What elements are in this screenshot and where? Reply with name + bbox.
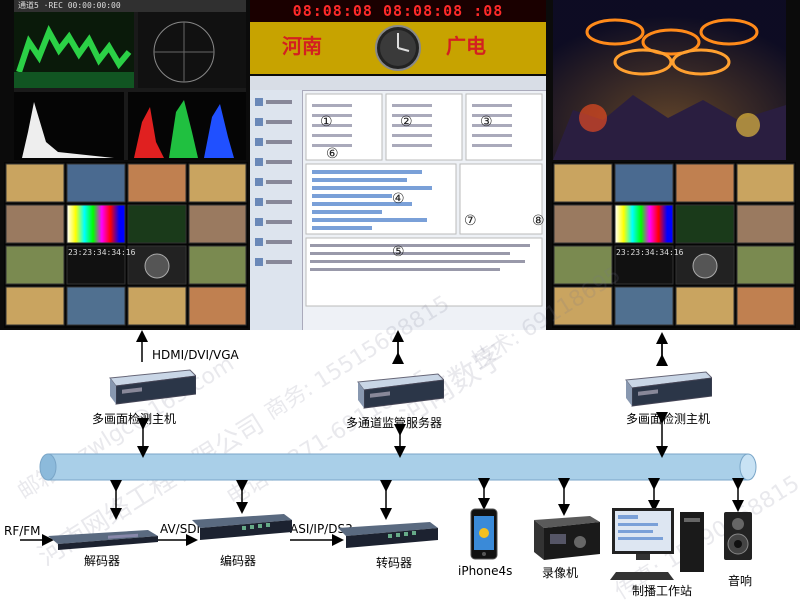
monitor-header: 通道5 ·REC 00:00:00:00 — [14, 0, 246, 12]
software-sidebar — [250, 90, 303, 330]
iphone-icon — [470, 508, 498, 560]
right-mosaic-grid: 23:23:34:34:16 — [552, 162, 796, 328]
left-server-icon — [109, 369, 196, 405]
workstation-icon — [610, 508, 704, 580]
speaker-icon — [724, 512, 752, 560]
clock-left-text: 河南 — [282, 34, 322, 58]
left-server-label: 多画面检测主机 — [92, 412, 177, 426]
center-server-label: 多通道监管服务器 — [346, 416, 443, 430]
left-mosaic-grid: 23:23:34:34:16 — [4, 162, 248, 328]
center-server-icon — [357, 373, 444, 409]
circle-marker-1: ① — [320, 114, 333, 130]
iphone-label: iPhone4s — [458, 564, 513, 578]
decoder-icon — [48, 530, 158, 550]
right-server-label: 多画面检测主机 — [626, 412, 711, 426]
speaker-label: 音响 — [728, 574, 753, 588]
circle-marker-3: ③ — [480, 114, 493, 130]
decoder-label: 解码器 — [84, 554, 121, 568]
network-bus — [39, 453, 757, 481]
recorder-label: 录像机 — [542, 566, 579, 580]
circle-marker-6: ⑥ — [326, 146, 339, 162]
mosaic-small-clock: 23:23:34:34:16 — [68, 248, 136, 257]
recorder-icon — [534, 516, 600, 560]
circle-marker-7: ⑦ — [464, 213, 477, 229]
circle-marker-2: ② — [400, 114, 413, 130]
encoder-icon — [192, 514, 292, 540]
waveform-monitor-panel: 通道5 ·REC 00:00:00:00 — [14, 0, 246, 160]
fireworks-image — [553, 0, 786, 160]
clock-panel: 08:08:08 08:08:08 :08 河南 广电 — [250, 0, 546, 74]
software-content — [305, 93, 543, 307]
transcoder-label: 转码器 — [376, 556, 413, 570]
clock-right-text: 广电 — [446, 34, 486, 58]
right-server-icon — [625, 371, 712, 407]
analog-clock-icon — [375, 25, 421, 71]
video-wall: 通道5 ·REC 00:00:00:00 08:08:08 08:08:08 :… — [0, 0, 800, 330]
circle-marker-4: ④ — [392, 191, 405, 207]
monitoring-software-window: ① ② ③ ④ ⑤ ⑥ ⑦ ⑧ — [250, 76, 546, 330]
workstation-label: 制播工作站 — [632, 584, 693, 598]
waveform-scope — [14, 12, 246, 160]
rf-label: RF/FM — [4, 524, 41, 538]
circle-marker-5: ⑤ — [392, 244, 405, 260]
transcoder-icon — [338, 522, 438, 548]
clock-digits: 08:08:08 08:08:08 :08 — [250, 0, 546, 22]
software-toolbar — [250, 76, 546, 91]
circle-marker-8: ⑧ — [532, 213, 545, 229]
mosaic-small-clock-right: 23:23:34:34:16 — [616, 248, 684, 257]
asi-label: ASI/IP/DS3 — [290, 522, 353, 536]
hdmi-label: HDMI/DVI/VGA — [152, 348, 239, 362]
encoder-label: 编码器 — [220, 554, 257, 568]
avsdi-label: AV/SDI — [160, 522, 201, 536]
